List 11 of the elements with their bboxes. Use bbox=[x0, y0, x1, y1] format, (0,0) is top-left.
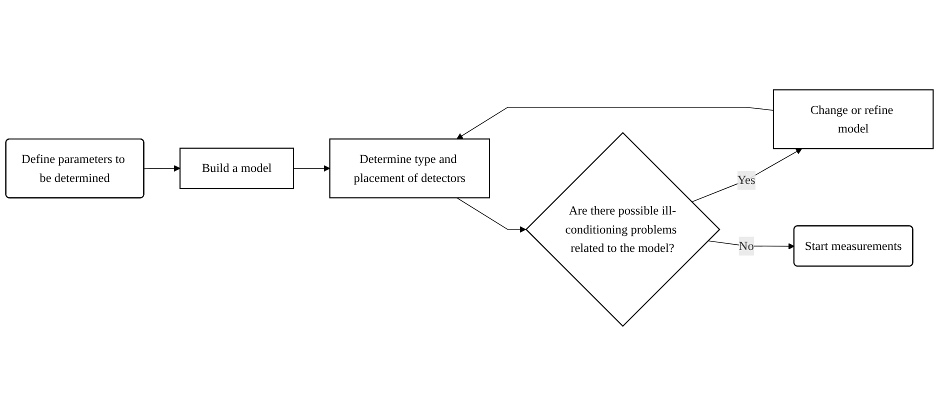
node-box: Build a model bbox=[180, 148, 294, 190]
arrow bbox=[456, 106, 774, 140]
edge-label: Yes bbox=[737, 173, 756, 187]
arrow bbox=[456, 197, 526, 233]
arrow bbox=[293, 165, 330, 172]
edge-label: No bbox=[738, 238, 754, 253]
arrow bbox=[144, 165, 180, 172]
node-diamond: Are there possible ill-conditioning problems related to the model? bbox=[525, 132, 720, 327]
arrow bbox=[691, 148, 802, 202]
node-box: Determine type and placement of detectors bbox=[329, 138, 490, 198]
node-box: Change or refine model bbox=[772, 89, 934, 150]
